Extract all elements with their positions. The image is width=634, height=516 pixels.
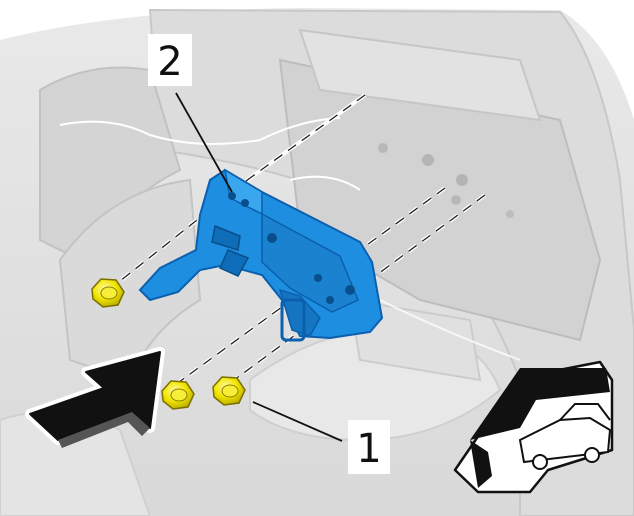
latch-bracket [138, 168, 384, 342]
nut-left [91, 278, 125, 308]
callout-label-2: 2 [157, 39, 182, 85]
vehicle-front-direction-icon [453, 360, 614, 494]
callout-label-1: 1 [356, 426, 381, 472]
guide-line-outline-top [249, 94, 366, 179]
guide-line-outline-middle [174, 187, 446, 386]
leader-line-part-1 [252, 401, 343, 442]
nut-right [212, 376, 246, 406]
leader-line-part-2 [175, 92, 233, 193]
nut-middle [161, 380, 195, 410]
guide-line-outline-left [114, 177, 251, 286]
callout-part-1: 1 [348, 420, 390, 474]
callout-part-2: 2 [148, 34, 192, 86]
arrow-right-icon [25, 347, 165, 448]
